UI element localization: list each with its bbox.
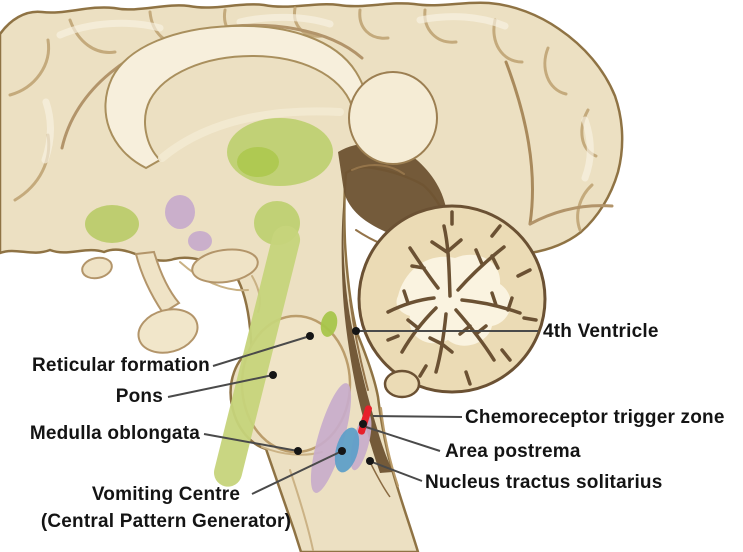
cerebellar-tonsil xyxy=(383,369,421,399)
thalamus-core-marker xyxy=(237,147,279,177)
label-medulla-oblongata: Medulla oblongata xyxy=(29,423,200,444)
dot-pons xyxy=(269,371,277,379)
label-vomiting-centre-line1: Vomiting Centre xyxy=(91,484,241,505)
leader-reticular-formation xyxy=(212,335,311,367)
label-chemoreceptor-trigger-zone: Chemoreceptor trigger zone xyxy=(465,407,725,428)
leader-lines xyxy=(167,330,538,495)
pituitary-gland xyxy=(137,308,199,354)
leader-dots xyxy=(269,327,374,465)
solitary-tract-strip-large xyxy=(310,383,352,493)
cerebrum xyxy=(0,1,624,552)
dot-fourth-ventricle xyxy=(352,327,360,335)
mauve-nucleus-1 xyxy=(165,195,195,229)
brainstem xyxy=(81,248,399,551)
label-area-postrema: Area postrema xyxy=(445,441,581,462)
fourth-ventricle-spot-marker xyxy=(320,311,338,337)
leader-medulla xyxy=(203,433,299,452)
label-reticular-formation: Reticular formation xyxy=(32,355,210,376)
dot-reticular-formation xyxy=(306,332,314,340)
dot-nucleus-tractus xyxy=(366,457,374,465)
reticular-formation-band xyxy=(214,225,301,487)
dot-vomiting-centre xyxy=(338,447,346,455)
dot-area-postrema xyxy=(359,420,367,428)
solitary-tract-tail-line xyxy=(369,461,391,498)
label-vomiting-centre: Vomiting Centre (Central Pattern Generat… xyxy=(41,481,291,535)
optic-chiasm xyxy=(81,256,113,280)
medulla-anterior-line xyxy=(289,469,314,551)
fornix xyxy=(158,107,344,162)
leader-area-postrema xyxy=(365,426,441,452)
cortex-highlights xyxy=(41,13,594,182)
pituitary-stalk xyxy=(134,250,181,315)
splenium xyxy=(348,71,438,165)
dot-medulla xyxy=(294,447,302,455)
leader-chemoreceptor xyxy=(372,415,463,418)
cerebellum xyxy=(357,204,547,399)
leader-nucleus-tractus xyxy=(371,461,423,482)
label-fourth-ventricle: 4th Ventricle xyxy=(543,321,659,342)
parieto-occipital-sulcus xyxy=(504,60,534,226)
arbor-vitae-white-matter xyxy=(396,254,511,346)
cerebral-peduncle-knob xyxy=(191,248,259,284)
leader-pons xyxy=(167,374,274,398)
label-nucleus-tractus-solitarius: Nucleus tractus solitarius xyxy=(425,472,663,493)
calcarine-sulcus xyxy=(528,204,614,226)
functional-markers xyxy=(214,225,391,498)
arbor-vitae-branches xyxy=(386,210,538,386)
leader-vomiting-centre xyxy=(251,450,343,495)
label-vomiting-centre-line2: (Central Pattern Generator) xyxy=(40,511,292,532)
hypothalamic-green-marker xyxy=(85,205,139,243)
vomiting-centre-marker xyxy=(334,427,360,473)
mauve-nucleus-2 xyxy=(188,231,212,251)
label-pons: Pons xyxy=(115,386,163,407)
